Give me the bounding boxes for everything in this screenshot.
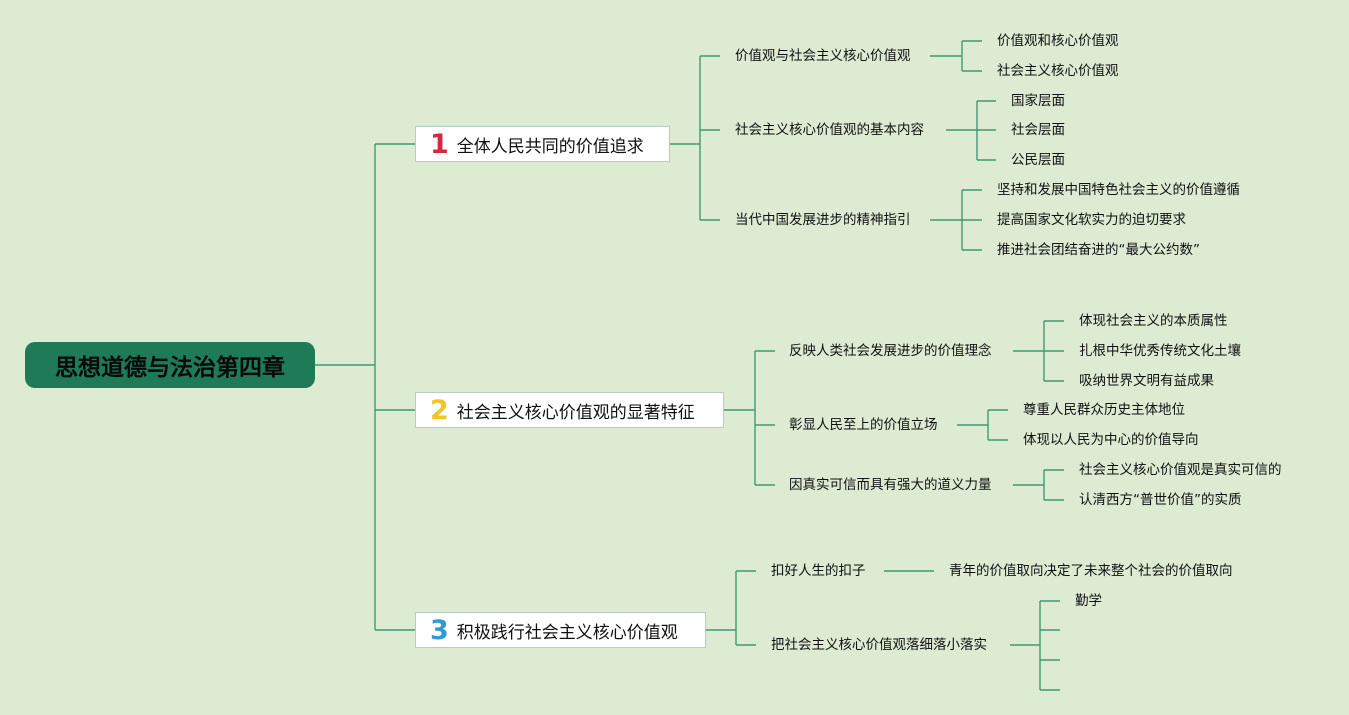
leaf-node[interactable]: 国家层面 (1011, 93, 1065, 109)
leaf-node[interactable]: 坚持和发展中国特色社会主义的价值遵循 (997, 182, 1240, 198)
branch-title-1: 全体人民共同的价值追求 (456, 136, 644, 157)
branch-node-3[interactable]: 3 积极践行社会主义核心价值观 (415, 612, 706, 648)
subtopic-node[interactable]: 彰显人民至上的价值立场 (789, 417, 938, 433)
leaf-node[interactable]: 尊重人民群众历史主体地位 (1023, 402, 1185, 418)
leaf-node[interactable]: 体现社会主义的本质属性 (1079, 313, 1228, 329)
subtopic-node[interactable]: 当代中国发展进步的精神指引 (735, 212, 911, 228)
leaf-node[interactable]: 社会主义核心价值观是真实可信的 (1079, 462, 1282, 478)
leaf-node[interactable]: 社会主义核心价值观 (997, 63, 1119, 79)
branch-node-2[interactable]: 2 社会主义核心价值观的显著特征 (415, 392, 724, 428)
leaf-node[interactable]: 体现以人民为中心的价值导向 (1023, 432, 1199, 448)
branch-number-1: 1 (430, 128, 449, 160)
leaf-node[interactable]: 认清西方“普世价值”的实质 (1079, 492, 1242, 508)
subtopic-node[interactable]: 把社会主义核心价值观落细落小落实 (771, 637, 987, 653)
root-node[interactable]: 思想道德与法治第四章 (25, 342, 315, 388)
branch-title-2: 社会主义核心价值观的显著特征 (456, 402, 695, 423)
leaf-node[interactable]: 社会层面 (1011, 122, 1065, 138)
leaf-node[interactable]: 提高国家文化软实力的迫切要求 (997, 212, 1186, 228)
leaf-node[interactable]: 推进社会团结奋进的“最大公约数” (997, 242, 1200, 258)
branch-number-2: 2 (430, 394, 449, 426)
branch-number-3: 3 (430, 614, 449, 646)
subtopic-node[interactable]: 社会主义核心价值观的基本内容 (735, 122, 924, 138)
leaf-node[interactable]: 价值观和核心价值观 (997, 33, 1119, 49)
subtopic-node[interactable]: 因真实可信而具有强大的道义力量 (789, 477, 992, 493)
leaf-node[interactable]: 吸纳世界文明有益成果 (1079, 373, 1214, 389)
leaf-node[interactable]: 扎根中华优秀传统文化土壤 (1079, 343, 1241, 359)
leaf-node[interactable]: 青年的价值取向决定了未来整个社会的价值取向 (949, 563, 1233, 579)
subtopic-node[interactable]: 反映人类社会发展进步的价值理念 (789, 343, 992, 359)
subtopic-node[interactable]: 价值观与社会主义核心价值观 (735, 48, 911, 64)
branch-title-3: 积极践行社会主义核心价值观 (456, 622, 678, 643)
root-title: 思想道德与法治第四章 (55, 355, 285, 381)
leaf-node[interactable]: 公民层面 (1011, 152, 1065, 168)
branch-node-1[interactable]: 1 全体人民共同的价值追求 (415, 126, 670, 162)
subtopic-node[interactable]: 扣好人生的扣子 (771, 563, 866, 579)
leaf-node[interactable]: 勤学 (1075, 593, 1102, 609)
